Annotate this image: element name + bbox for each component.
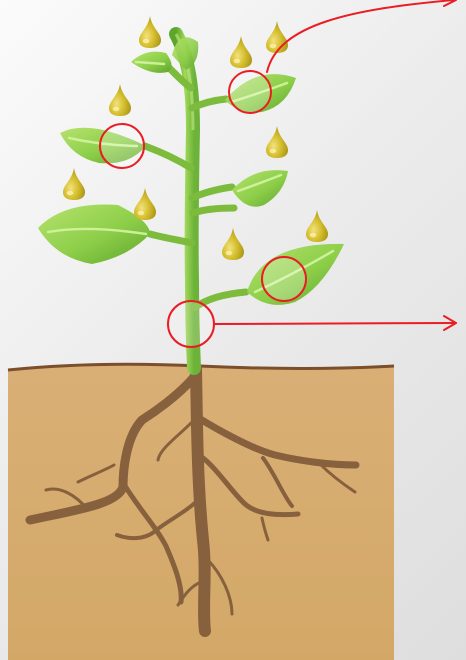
water-drop-icon — [63, 168, 85, 200]
callout-circle-stem-base — [168, 301, 214, 347]
water-drop-icon — [266, 126, 288, 158]
callout-circle-leaf-upper-right — [229, 71, 271, 113]
water-drop-icon — [109, 84, 131, 116]
leaf-mid-left — [38, 204, 150, 264]
water-drop-icon — [230, 36, 252, 68]
water-drop-icon — [306, 210, 328, 242]
arrow-icon — [214, 323, 456, 324]
callout-circle-leaf-lower-right — [262, 257, 306, 301]
water-drop-icon — [222, 228, 244, 260]
water-drop-icon — [139, 16, 161, 48]
callout-circle-leaf-upper-left — [100, 124, 144, 168]
water-drop-icon — [134, 188, 156, 220]
water-drop-icon — [266, 21, 288, 53]
arrow-icon — [267, 0, 454, 72]
callout-arrows — [214, 0, 456, 330]
